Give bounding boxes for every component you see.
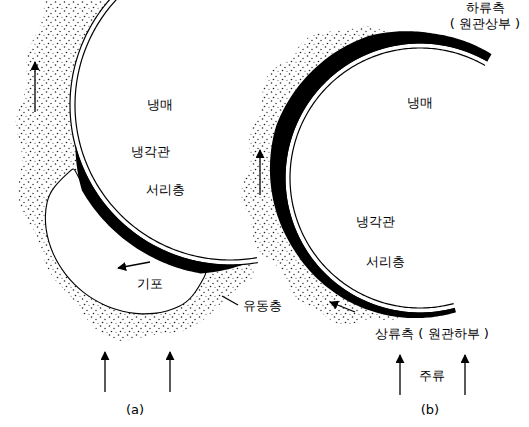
panel-b [241, 26, 492, 325]
flow-arrow [330, 302, 355, 312]
fluid-label: 냉매 [407, 95, 433, 111]
tube-wall [290, 48, 485, 308]
part-label: 기포 [137, 276, 163, 292]
flow-arrow [104, 352, 105, 392]
frost-layer [270, 31, 492, 318]
flow-arrow [399, 355, 400, 395]
tube-wall [75, 0, 257, 260]
flow-arrow [169, 352, 170, 392]
flow-side-label: 상류측 ( 원관하부 ) [375, 326, 489, 342]
fluidized-bed [16, 0, 255, 341]
panel-label: (a) [126, 402, 144, 418]
bubble-arrow [118, 262, 150, 268]
panel-label: (b) [421, 402, 439, 418]
flow-label: 주류 [419, 368, 445, 384]
bubble [45, 169, 205, 314]
flow-arrow [259, 150, 260, 195]
tube-wall [285, 43, 488, 313]
part-label: 유동층 [243, 298, 282, 314]
flow-side-label: ( 원관상부 ) [450, 16, 520, 32]
part-label: 냉각관 [356, 214, 395, 230]
frost-layer [75, 146, 243, 273]
tube-wall [70, 0, 258, 265]
part-label: 냉각관 [131, 144, 170, 160]
fluid-label: 냉매 [147, 97, 173, 113]
panel-a [16, 0, 258, 341]
flow-arrows [35, 62, 465, 395]
part-label: 서리층 [366, 254, 405, 270]
flow-arrow [34, 62, 35, 112]
flow-side-label: 하류측 [466, 0, 505, 16]
flow-arrow [464, 355, 465, 395]
part-label: 서리층 [146, 182, 185, 198]
leader-line [222, 296, 238, 305]
